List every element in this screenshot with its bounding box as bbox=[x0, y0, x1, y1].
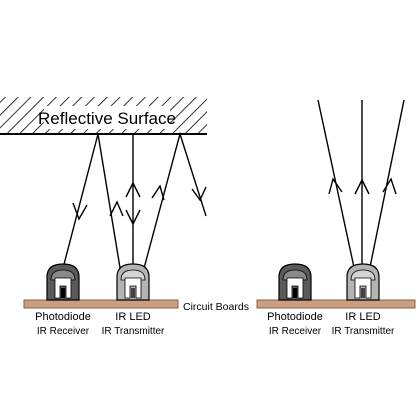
photodiode-window bbox=[282, 269, 308, 281]
photodiode-left bbox=[46, 263, 80, 301]
left-transmitter-sub: IR Transmitter bbox=[102, 326, 165, 337]
arrowhead-down-right bbox=[191, 186, 207, 202]
reflective-surface-label: Reflective Surface bbox=[38, 109, 176, 128]
photodiode-window bbox=[50, 269, 76, 281]
arrowhead-center-up bbox=[125, 181, 141, 198]
circuit-board-left bbox=[23, 299, 179, 309]
circuit-board-right bbox=[256, 299, 416, 309]
arrowhead-right-left bbox=[328, 177, 343, 195]
led-lead-frame bbox=[354, 277, 372, 299]
right-transmitter-sub: IR Transmitter bbox=[332, 326, 395, 337]
ray-escaping bbox=[142, 131, 207, 273]
arrowhead-center-down bbox=[125, 209, 141, 226]
led-chip bbox=[361, 288, 365, 298]
right-receiver-name: Photodiode bbox=[267, 311, 323, 323]
left-rays bbox=[61, 131, 207, 281]
ray-reflected-to-receiver bbox=[61, 133, 123, 281]
led-lead-frame bbox=[124, 277, 142, 299]
ir-led-left bbox=[116, 263, 150, 301]
arrowhead-up-right bbox=[151, 184, 165, 201]
photodiode-chip bbox=[293, 288, 297, 298]
photodiode-lead-frame bbox=[54, 277, 72, 299]
led-window bbox=[120, 269, 146, 281]
right-transmitter-name: IR LED bbox=[345, 311, 381, 323]
left-transmitter-name: IR LED bbox=[115, 311, 151, 323]
photodiode-right bbox=[278, 263, 312, 301]
led-chip bbox=[131, 288, 135, 298]
arrowhead-right-right bbox=[382, 177, 397, 195]
photodiode-lead-frame bbox=[286, 277, 304, 299]
ray-right-left bbox=[317, 99, 356, 273]
right-rays bbox=[317, 99, 405, 273]
arrowhead-right-center bbox=[354, 178, 370, 195]
circuit-boards-label: Circuit Boards bbox=[183, 301, 249, 313]
ir-led-right bbox=[346, 263, 380, 301]
led-window bbox=[350, 269, 376, 281]
arrowhead-down-left bbox=[72, 202, 88, 221]
reflective-surface: Reflective Surface bbox=[0, 97, 207, 135]
photodiode-chip bbox=[61, 288, 65, 298]
left-receiver-sub: IR Receiver bbox=[37, 326, 90, 337]
right-receiver-sub: IR Receiver bbox=[269, 326, 322, 337]
surface-label-bg bbox=[44, 106, 170, 129]
arrowhead-up-left bbox=[109, 200, 124, 217]
left-receiver-name: Photodiode bbox=[35, 311, 91, 323]
